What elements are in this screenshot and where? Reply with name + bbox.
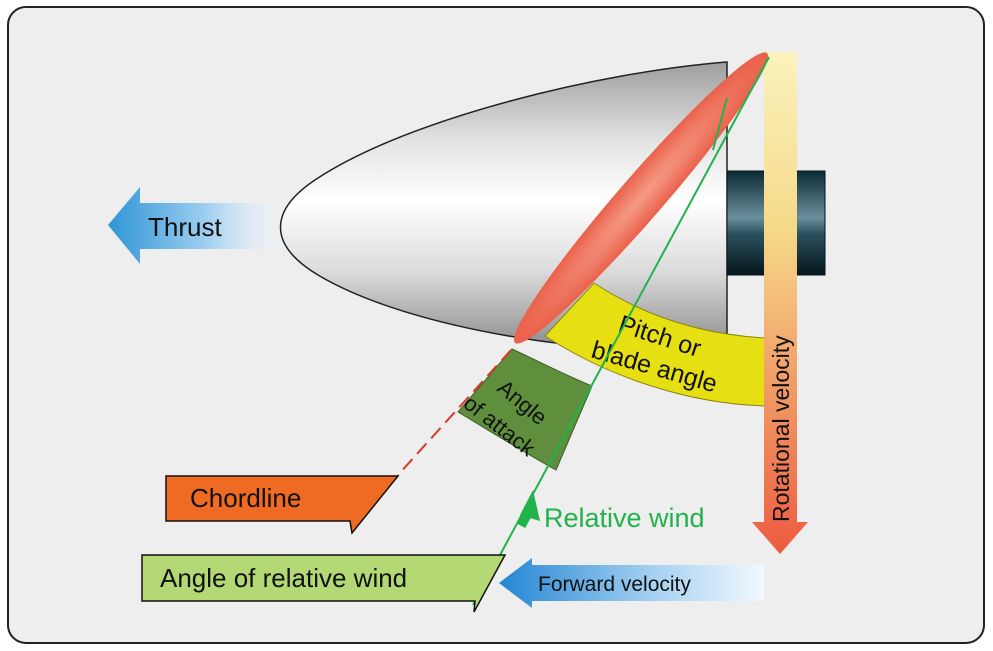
thrust-label: Thrust [148,212,222,242]
chordline-extension [397,349,512,476]
forward-velocity-arrow [499,558,764,608]
angle-of-attack-band [457,348,593,471]
relative-wind-arrow-shaft [517,504,536,529]
propeller-blade [513,52,769,344]
angle-of-relative-wind-callout [141,554,507,613]
chordline-callout [165,475,400,535]
thrust-arrow [108,187,282,264]
rotational-velocity-label: Rotational velocity [768,335,794,522]
chordline-label: Chordline [190,483,301,513]
forward-velocity-label: Forward velocity [538,573,691,596]
relative-wind-label: Relative wind [544,503,705,533]
angle-of-relative-wind-label: Angle of relative wind [160,563,407,593]
rotational-velocity-arrow [752,52,808,554]
relative-wind-tangent [712,97,728,151]
